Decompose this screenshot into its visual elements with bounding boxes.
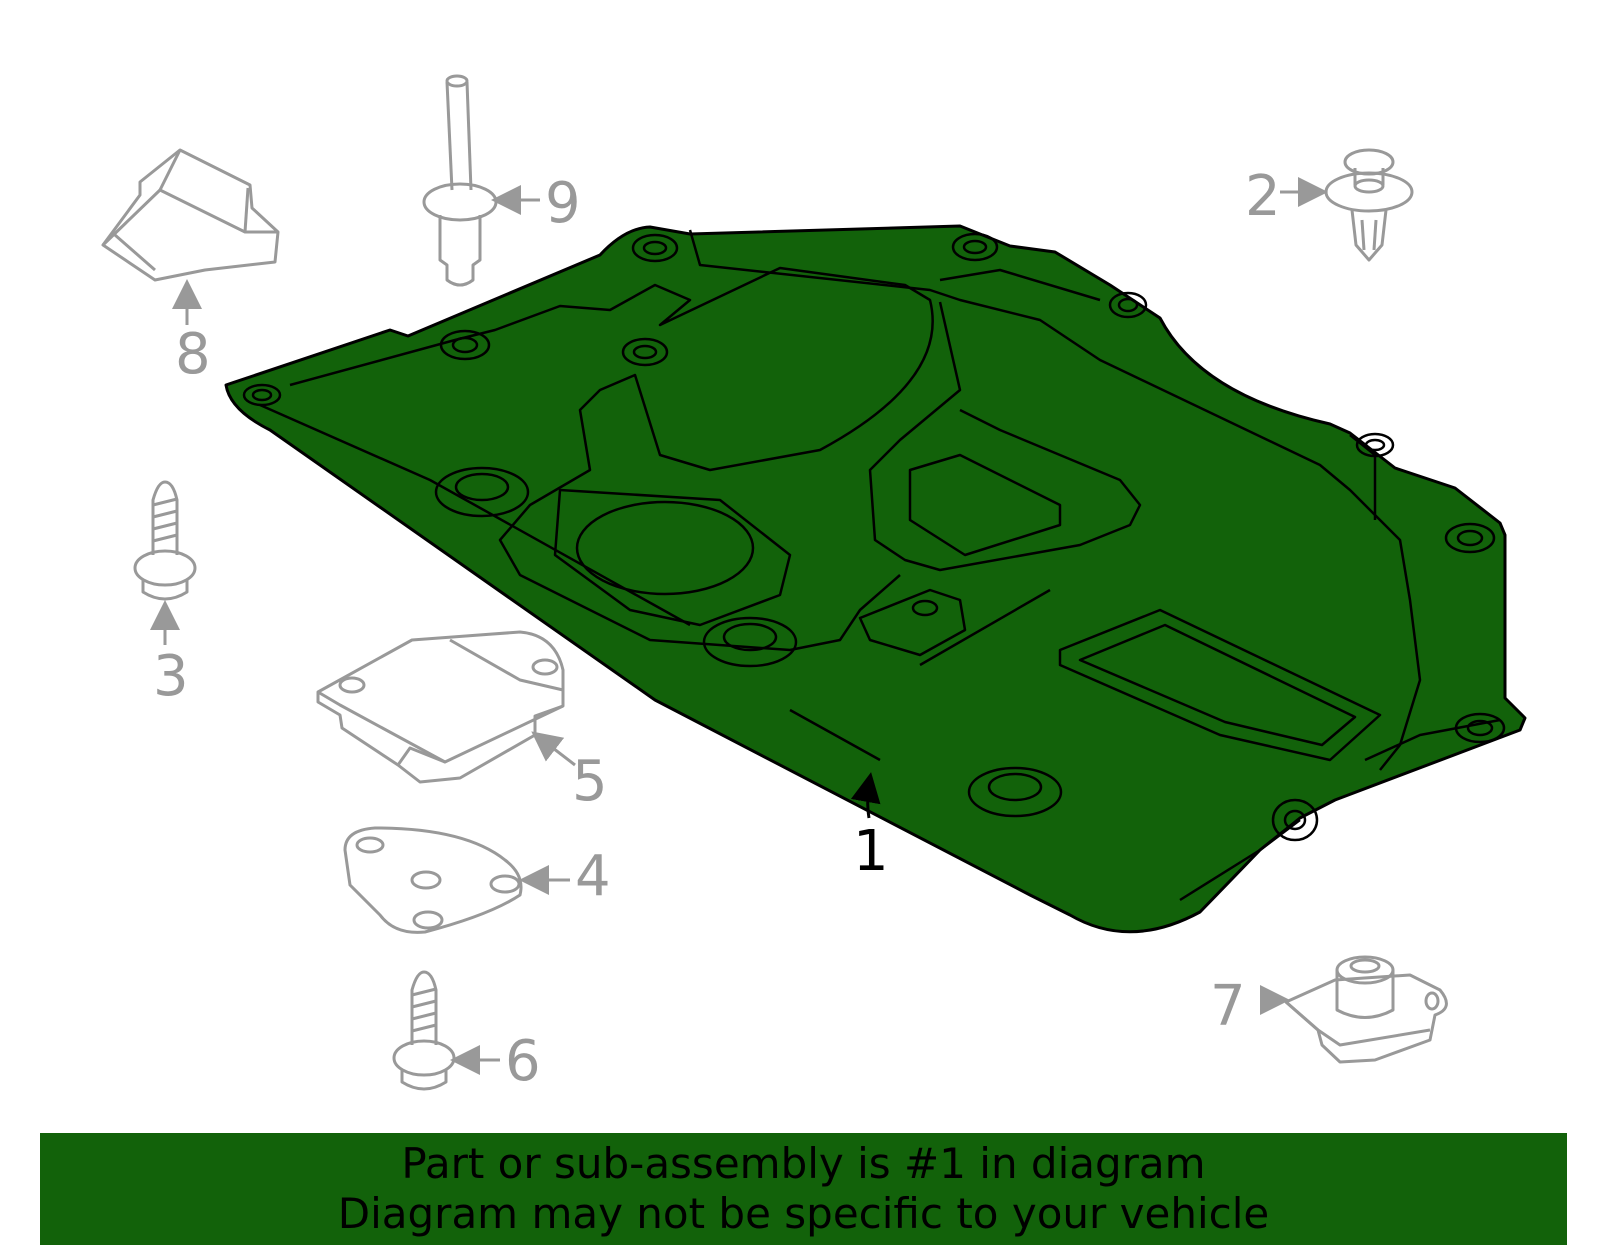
part-4-cover-plate[interactable] xyxy=(343,826,523,934)
part-9-retainer-pin[interactable] xyxy=(422,74,498,287)
part-6-screw[interactable] xyxy=(392,970,456,1091)
part-8-bracket[interactable] xyxy=(101,148,280,282)
splash-shield-ribs xyxy=(259,229,1501,902)
banner-line-2: Diagram may not be specific to your vehi… xyxy=(337,1189,1270,1238)
banner-line-1: Part or sub-assembly is #1 in diagram xyxy=(401,1139,1206,1188)
info-banner: Part or sub-assembly is #1 in diagram Di… xyxy=(40,1133,1567,1245)
part-5-bracket-plate[interactable] xyxy=(316,630,565,784)
callout-1: 1 xyxy=(853,819,889,884)
part-1-splash-shield[interactable] xyxy=(224,224,1527,934)
callout-9: 9 xyxy=(545,171,581,236)
part-7-clip-nut[interactable] xyxy=(1284,955,1448,1064)
callout-4: 4 xyxy=(575,844,611,909)
splash-shield-body xyxy=(224,224,1527,934)
part-2-push-clip[interactable] xyxy=(1324,148,1414,262)
part-3-screw[interactable] xyxy=(133,480,197,601)
callout-2: 2 xyxy=(1245,164,1281,229)
callout-6: 6 xyxy=(505,1029,541,1094)
callout-7: 7 xyxy=(1210,974,1246,1039)
callout-5: 5 xyxy=(572,749,608,814)
callout-8: 8 xyxy=(175,322,211,387)
callout-labels: 1 2 3 4 5 6 7 8 9 xyxy=(153,164,1281,1094)
splash-shield-holes xyxy=(242,232,1506,842)
callout-3: 3 xyxy=(153,644,189,709)
leader-lines xyxy=(150,177,1328,1075)
